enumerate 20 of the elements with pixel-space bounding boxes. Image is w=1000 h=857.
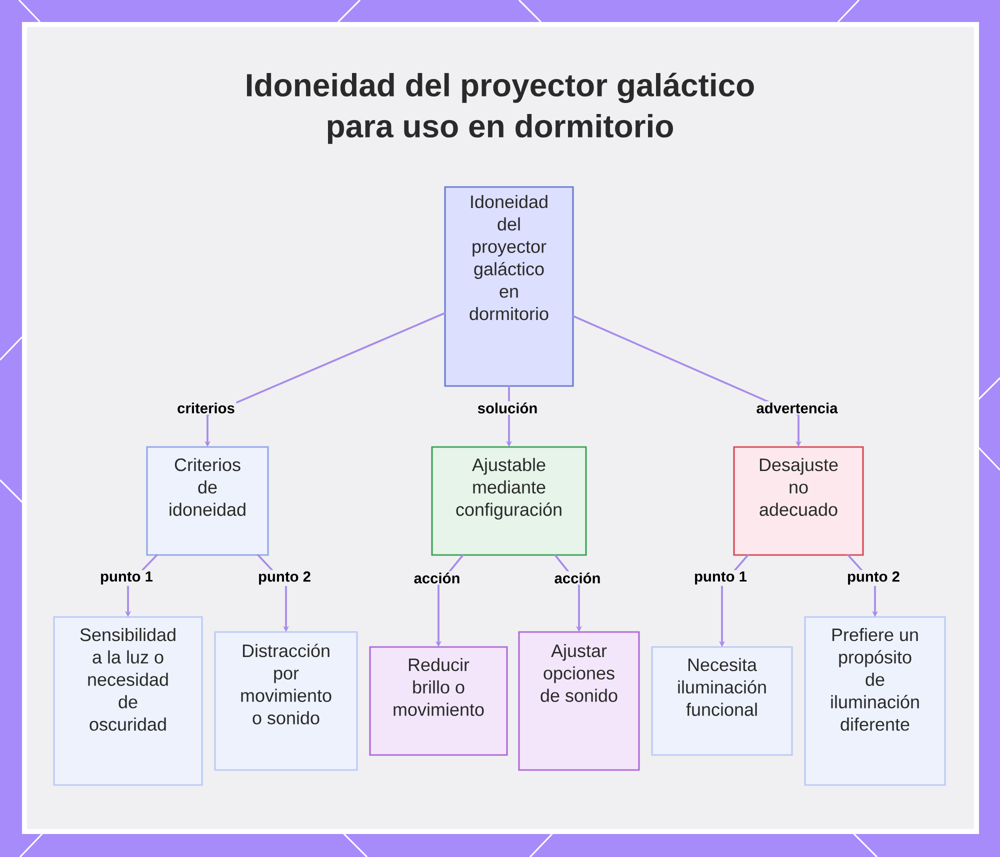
- root-box: Idoneidad del proyector galáctico en dormitorio: [444, 186, 574, 387]
- edge-label: punto 1: [692, 570, 748, 586]
- title: Idoneidad del proyector galáctico para uso en dormitorio: [246, 72, 754, 144]
- edge-label: solución: [476, 401, 539, 415]
- branch-box: Desajuste no adecuado: [733, 446, 864, 556]
- leaf-box: Necesita iluminación funcional: [651, 646, 793, 756]
- leaf-box: Reducir brillo o movimiento: [369, 646, 508, 756]
- edge-label: advertencia: [754, 401, 840, 415]
- edge-label: criterios: [176, 401, 236, 415]
- branch-box: Ajustable mediante configuración: [431, 446, 587, 556]
- leaf-box: Prefiere un propósito de iluminación diferente: [804, 616, 946, 786]
- edge-label: punto 1: [98, 570, 154, 586]
- branch-box: Criterios de idoneidad: [146, 446, 269, 556]
- leaf-box: Ajustar opciones de sonido: [518, 631, 640, 771]
- edge-label: punto 2: [846, 570, 902, 586]
- leaf-box: Sensibilidad a la luz o necesidad de oscuridad: [53, 616, 203, 786]
- edge-label: acción: [552, 571, 602, 585]
- edge-label: punto 2: [256, 570, 312, 586]
- edge-label: acción: [412, 571, 462, 585]
- leaf-box: Distracción por movimiento o sonido: [214, 631, 358, 771]
